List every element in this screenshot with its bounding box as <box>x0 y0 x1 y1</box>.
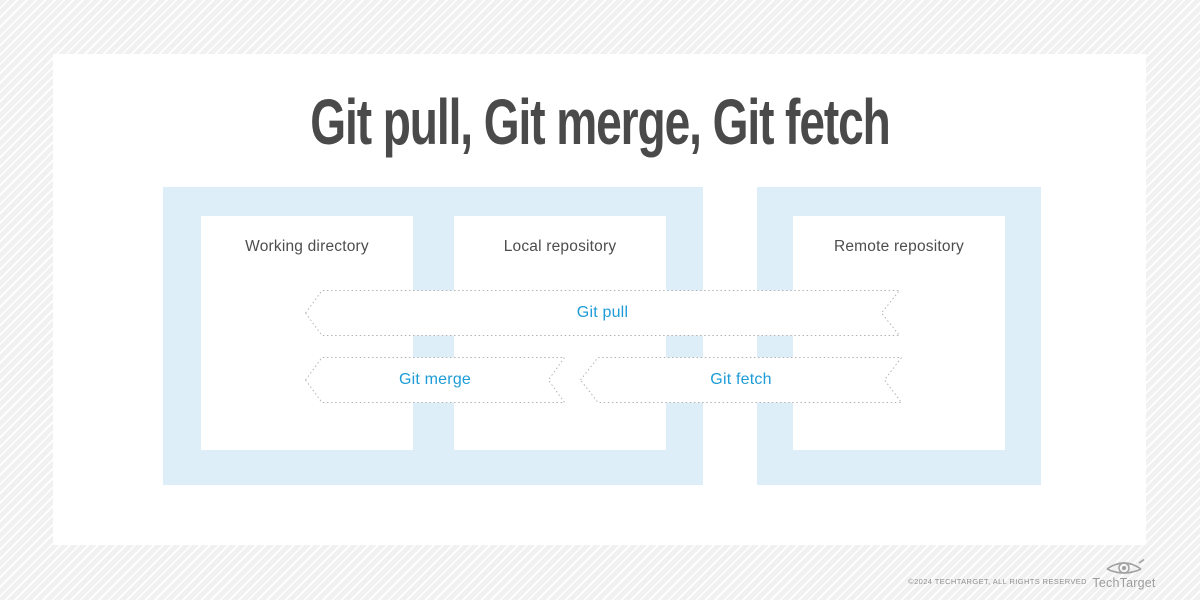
left-arrow-banner-icon <box>580 357 902 403</box>
arrow-label-git-pull: Git pull <box>576 304 629 321</box>
copyright-text: ©2024 TECHTARGET, ALL RIGHTS RESERVED <box>908 576 1087 586</box>
left-arrow-banner-icon <box>305 357 565 403</box>
arrow-git-fetch: Git fetch <box>580 357 902 403</box>
techtarget-logo: TechTarget <box>1092 558 1155 590</box>
box-label: Working directory <box>245 238 369 255</box>
box-label: Remote repository <box>833 238 965 255</box>
footer: ©2024 TECHTARGET, ALL RIGHTS RESERVED Te… <box>908 558 1155 590</box>
arrow-git-pull: Git pull <box>305 290 900 336</box>
brand-name: TechTarget <box>1092 576 1156 590</box>
arrow-git-merge: Git merge <box>305 357 565 403</box>
box-label: Local repository <box>503 238 617 255</box>
eye-icon <box>1106 558 1145 574</box>
page-title: Git pull, Git merge, Git fetch <box>310 86 891 158</box>
arrow-label-git-merge: Git merge <box>398 371 472 388</box>
left-arrow-banner-icon <box>305 290 900 336</box>
arrow-label-git-fetch: Git fetch <box>710 371 772 388</box>
